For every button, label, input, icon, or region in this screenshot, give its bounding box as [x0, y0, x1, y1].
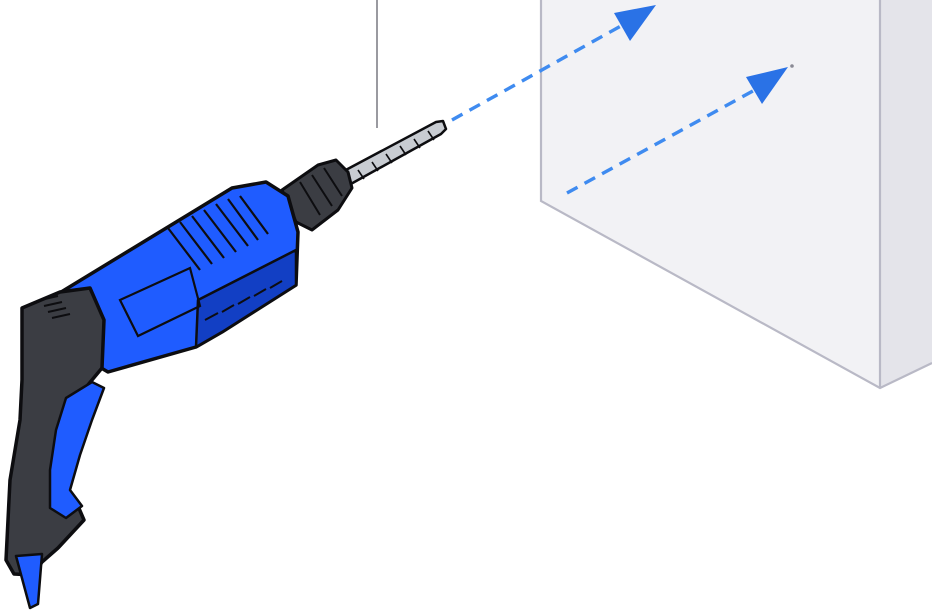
target-arrow [566, 64, 794, 195]
dashed-arrow-icon [451, 5, 656, 122]
drill-handle [4, 286, 106, 610]
drill-chuck [280, 158, 354, 232]
drill-bit [340, 119, 448, 187]
drill-direction-arrow-head [614, 5, 656, 41]
target-arrow-line [566, 84, 763, 195]
wall-edges [539, 0, 932, 390]
target-arrow-head [746, 67, 788, 104]
drill-direction-arrow-line [451, 20, 629, 122]
wall-side-face [880, 0, 932, 388]
wall-front-face [541, 0, 880, 388]
wall-panel-icon [539, 0, 932, 390]
drill-body [46, 180, 300, 374]
target-point [790, 64, 794, 68]
hammer-drill-icon [4, 119, 448, 610]
